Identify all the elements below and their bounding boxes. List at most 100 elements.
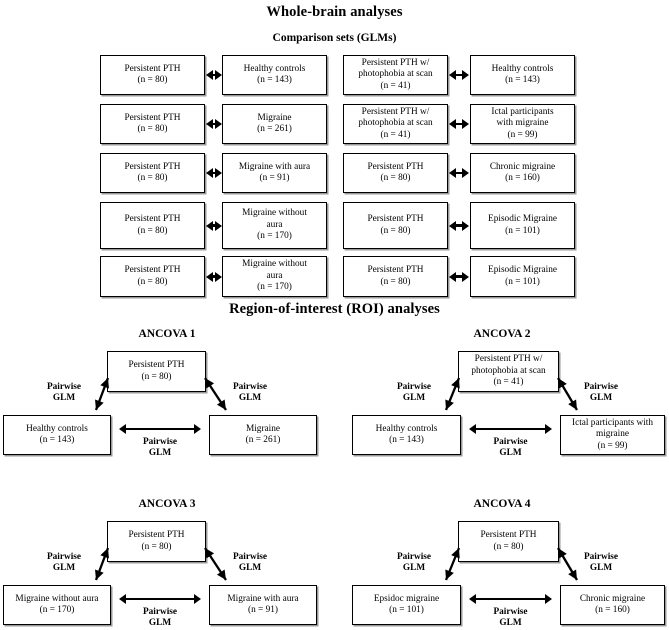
arrow-head-right: [462, 119, 469, 129]
comparison-box-1-4-left-label: Persistent PTH(n = 80): [103, 214, 202, 237]
ancova-2-bottom-right-box-line3: (n = 99): [597, 440, 628, 451]
pairwise-line2: GLM: [402, 562, 426, 573]
arrow-shaft: [123, 427, 197, 431]
arrow-head-left: [449, 119, 456, 129]
ancova-2-top-box[interactable]: Persistent PTH w/photophobia at scan(n =…: [458, 351, 559, 392]
comparison-box-2-4-right-line1: Episodic Migraine: [488, 214, 557, 225]
comparison-box-1-5-right-line2: aura: [266, 270, 283, 281]
arrow-head-left: [206, 70, 213, 80]
comparison-arrow-2-5: [449, 271, 469, 283]
ancova-4-bottom-left-box-line2: (n = 101): [389, 605, 424, 615]
pairwise-line1: Pairwise: [46, 382, 82, 392]
ancova-3-right-diagonal-arrow: [198, 541, 233, 587]
ancova-1-bottom-left-box-line1: Healthy controls: [26, 423, 88, 434]
arrow-head-left: [206, 119, 213, 129]
comparison-box-2-3-left[interactable]: Persistent PTH(n = 80): [343, 153, 448, 193]
ancova-3-top-box[interactable]: Persistent PTH(n = 80): [107, 521, 206, 562]
ancova-3-bottom-right-box[interactable]: Migraine with aura(n = 91): [209, 585, 317, 625]
ancova-1-top-box[interactable]: Persistent PTH(n = 80): [107, 351, 206, 392]
arrow-shaft: [210, 224, 218, 227]
ancova-2-bottom-right-box-line1: Ictal participants with: [571, 417, 654, 428]
comparison-box-2-2-left[interactable]: Persistent PTH w/photophobia at scan(n =…: [343, 104, 448, 144]
ancova-4-top-box[interactable]: Persistent PTH(n = 80): [458, 521, 559, 562]
ancova-4-bottom-right-box[interactable]: Chronic migraine(n = 160): [560, 585, 665, 625]
ancova-2-bottom-arrow: [469, 423, 552, 435]
comparison-box-1-2-left[interactable]: Persistent PTH(n = 80): [100, 104, 205, 144]
ancova-2-top-box-line3: (n = 41): [493, 377, 524, 388]
pairwise-line2: GLM: [148, 617, 172, 628]
ancova-3-bottom-right-box-label: Migraine with aura(n = 91): [212, 594, 314, 617]
ancova-3-bottom-left-box-line1: Migraine without aura: [15, 593, 99, 604]
comparison-box-1-1-left[interactable]: Persistent PTH(n = 80): [100, 55, 205, 95]
comparison-box-2-4-right[interactable]: Episodic Migraine(n = 101): [470, 202, 575, 249]
comparison-box-2-2-left-line1: Persistent PTH w/: [361, 106, 430, 117]
comparison-box-2-1-right[interactable]: Healthy controls(n = 143): [470, 55, 575, 95]
ancova-3-bottom-right-box-line2: (n = 91): [247, 605, 279, 615]
arrow-shaft: [210, 73, 218, 77]
arrow-head-left: [469, 594, 476, 604]
ancova-1-bottom-right-box-label: Migraine(n = 261): [212, 424, 314, 447]
arrow-head-left: [206, 220, 213, 231]
ancova-3-bottom-left-box[interactable]: Migraine without aura(n = 170): [3, 585, 111, 625]
comparison-box-1-5-left[interactable]: Persistent PTH(n = 80): [100, 256, 205, 297]
ancova-1-bottom-left-box[interactable]: Healthy controls(n = 143): [3, 415, 111, 455]
ancova-2-bottom-left-box[interactable]: Healthy controls(n = 143): [352, 415, 461, 455]
ancova-1-bottom-right-box-line1: Migraine: [245, 423, 281, 434]
comparison-box-2-5-left[interactable]: Persistent PTH(n = 80): [343, 256, 448, 297]
arrow-head-left: [469, 424, 476, 434]
pairwise-line2: GLM: [52, 392, 76, 403]
arrow-head-right: [462, 271, 469, 282]
pairwise-line1: Pairwise: [232, 382, 268, 392]
ancova-1-bottom-right-box[interactable]: Migraine(n = 261): [209, 415, 317, 455]
comparison-box-1-5-left-label: Persistent PTH(n = 80): [103, 265, 202, 288]
arrow-shaft: [453, 224, 465, 227]
comparison-box-1-2-left-label: Persistent PTH(n = 80): [103, 113, 202, 136]
comparison-arrow-1-1: [206, 69, 222, 81]
comparison-box-2-1-left-line2: photophobia at scan: [358, 69, 433, 80]
comparison-box-2-5-right[interactable]: Episodic Migraine(n = 101): [470, 256, 575, 297]
ancova-4-bottom-left-box[interactable]: Epsidoc migraine(n = 101): [352, 585, 461, 625]
pairwise-line1: Pairwise: [396, 552, 432, 562]
ancova-4-right-diagonal-arrow: [551, 541, 584, 587]
ancova-3-top-box-label: Persistent PTH(n = 80): [110, 530, 203, 553]
comparison-arrow-2-1: [449, 69, 469, 81]
ancova-1-bottom-arrow: [119, 423, 201, 435]
ancova-4-bottom-right-box-line2: (n = 160): [595, 605, 630, 615]
pairwise-line2: GLM: [589, 392, 613, 403]
ancova-1-bottom-right-box-line2: (n = 261): [245, 435, 281, 445]
pairwise-line2: GLM: [238, 562, 262, 573]
comparison-box-2-3-right-line2: (n = 160): [505, 173, 540, 183]
arrow-shaft: [473, 597, 548, 601]
comparison-box-1-4-left[interactable]: Persistent PTH(n = 80): [100, 202, 205, 249]
comparison-box-2-3-left-line1: Persistent PTH: [367, 161, 424, 172]
ancova-1-top-box-label: Persistent PTH(n = 80): [110, 360, 203, 383]
comparison-box-1-2-right[interactable]: Migraine(n = 261): [222, 104, 327, 144]
comparison-sets-title: Comparison sets (GLMs): [272, 32, 397, 44]
comparison-box-1-2-right-label: Migraine(n = 261): [225, 113, 324, 136]
comparison-box-2-4-left[interactable]: Persistent PTH(n = 80): [343, 202, 448, 249]
ancova-2-bottom-left-box-line2: (n = 143): [389, 435, 424, 445]
ancova-1-top-box-line1: Persistent PTH: [128, 360, 185, 371]
ancova-2-left-diagonal-arrow: [439, 371, 466, 417]
ancova-3-bottom-left-box-line2: (n = 170): [39, 605, 75, 615]
pairwise-line1: Pairwise: [493, 607, 528, 617]
comparison-box-2-3-right[interactable]: Chronic migraine(n = 160): [470, 153, 575, 193]
arrow-head-right: [545, 594, 552, 604]
comparison-box-1-1-right[interactable]: Healthy controls(n = 143): [222, 55, 327, 95]
ancova-3-left-diagonal-arrow: [89, 541, 115, 587]
comparison-box-2-1-left[interactable]: Persistent PTH w/photophobia at scan(n =…: [343, 55, 448, 95]
pairwise-line1: Pairwise: [583, 552, 619, 562]
comparison-box-1-1-right-line2: (n = 143): [257, 75, 292, 85]
comparison-box-1-3-right[interactable]: Migraine with aura(n = 91): [222, 153, 327, 193]
comparison-box-1-3-left[interactable]: Persistent PTH(n = 80): [100, 153, 205, 193]
ancova-4-bottom-left-box-label: Epsidoc migraine(n = 101): [355, 594, 458, 617]
ancova-2-title: ANCOVA 2: [473, 328, 531, 340]
